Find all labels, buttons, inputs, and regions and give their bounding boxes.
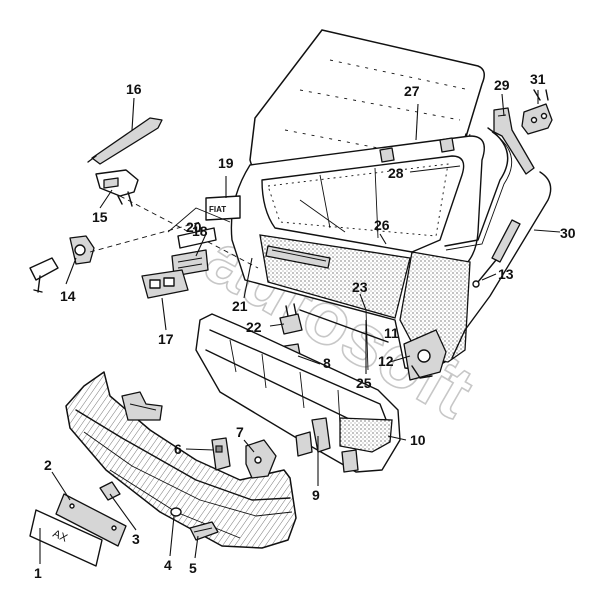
callout-19: 19 <box>218 155 234 171</box>
callout-15: 15 <box>92 209 108 225</box>
callout-25: 25 <box>356 375 372 391</box>
bumper-clip-3 <box>99 481 121 501</box>
callout-26: 26 <box>374 217 390 233</box>
callout-9: 9 <box>312 487 320 503</box>
plate-text: AX <box>51 528 70 545</box>
callout-12: 12 <box>378 353 394 369</box>
callout-31: 31 <box>530 71 546 87</box>
tailgate-hinge <box>493 107 535 175</box>
callout-13: 13 <box>498 266 514 282</box>
callout-14: 14 <box>60 288 76 304</box>
callout-17: 17 <box>158 331 174 347</box>
callout-20: 20 <box>186 219 202 235</box>
callout-29: 29 <box>494 77 510 93</box>
callout-10: 10 <box>410 432 426 448</box>
bumper-cover <box>65 371 297 549</box>
callout-7: 7 <box>236 424 244 440</box>
callout-3: 3 <box>132 531 140 547</box>
rear-wiper-arm <box>87 117 163 165</box>
wiper-motor <box>95 169 139 207</box>
callout-2: 2 <box>44 457 52 473</box>
callout-5: 5 <box>189 560 197 576</box>
callout-16: 16 <box>126 81 142 97</box>
bumper-mount-left <box>121 391 163 421</box>
plate-holder <box>55 493 127 547</box>
callout-8: 8 <box>323 355 331 371</box>
bumper-beam <box>195 313 401 473</box>
lock-cylinder <box>29 235 95 293</box>
hinge-bracket <box>521 89 553 135</box>
lock-guide-line <box>89 221 201 253</box>
callout-6: 6 <box>174 441 182 457</box>
callout-labels: 1 2 3 4 5 6 7 8 9 10 12 13 14 15 16 17 1… <box>34 71 576 581</box>
reflector-5 <box>189 521 219 541</box>
callout-labels-inline: 20 11 <box>186 219 399 341</box>
licence-plate: AX <box>29 509 103 567</box>
callout-28: 28 <box>388 165 404 181</box>
tow-cover-4 <box>170 507 182 517</box>
callout-1: 1 <box>34 565 42 581</box>
callout-4: 4 <box>164 557 172 573</box>
callout-30: 30 <box>560 225 576 241</box>
bumper-mount-6 <box>211 437 231 471</box>
rear-light-unit <box>141 269 189 299</box>
fiat-badge: FIAT <box>205 195 241 221</box>
bumper-mount-7 <box>245 439 277 479</box>
callout-23: 23 <box>352 279 368 295</box>
leader-lines <box>39 90 561 564</box>
callout-27: 27 <box>404 83 420 99</box>
callout-22: 22 <box>246 319 262 335</box>
weather-strip <box>444 127 552 359</box>
wiper-motor-guide-line <box>119 195 259 269</box>
callout-11: 11 <box>384 325 399 341</box>
badge-text: FIAT <box>209 205 226 214</box>
callout-18: 18 <box>192 223 208 239</box>
tailgate-latch <box>279 303 303 335</box>
callout-21: 21 <box>232 298 248 314</box>
gas-strut <box>472 219 521 288</box>
tailgate-shell <box>230 135 485 370</box>
lock-mechanism <box>403 329 447 381</box>
